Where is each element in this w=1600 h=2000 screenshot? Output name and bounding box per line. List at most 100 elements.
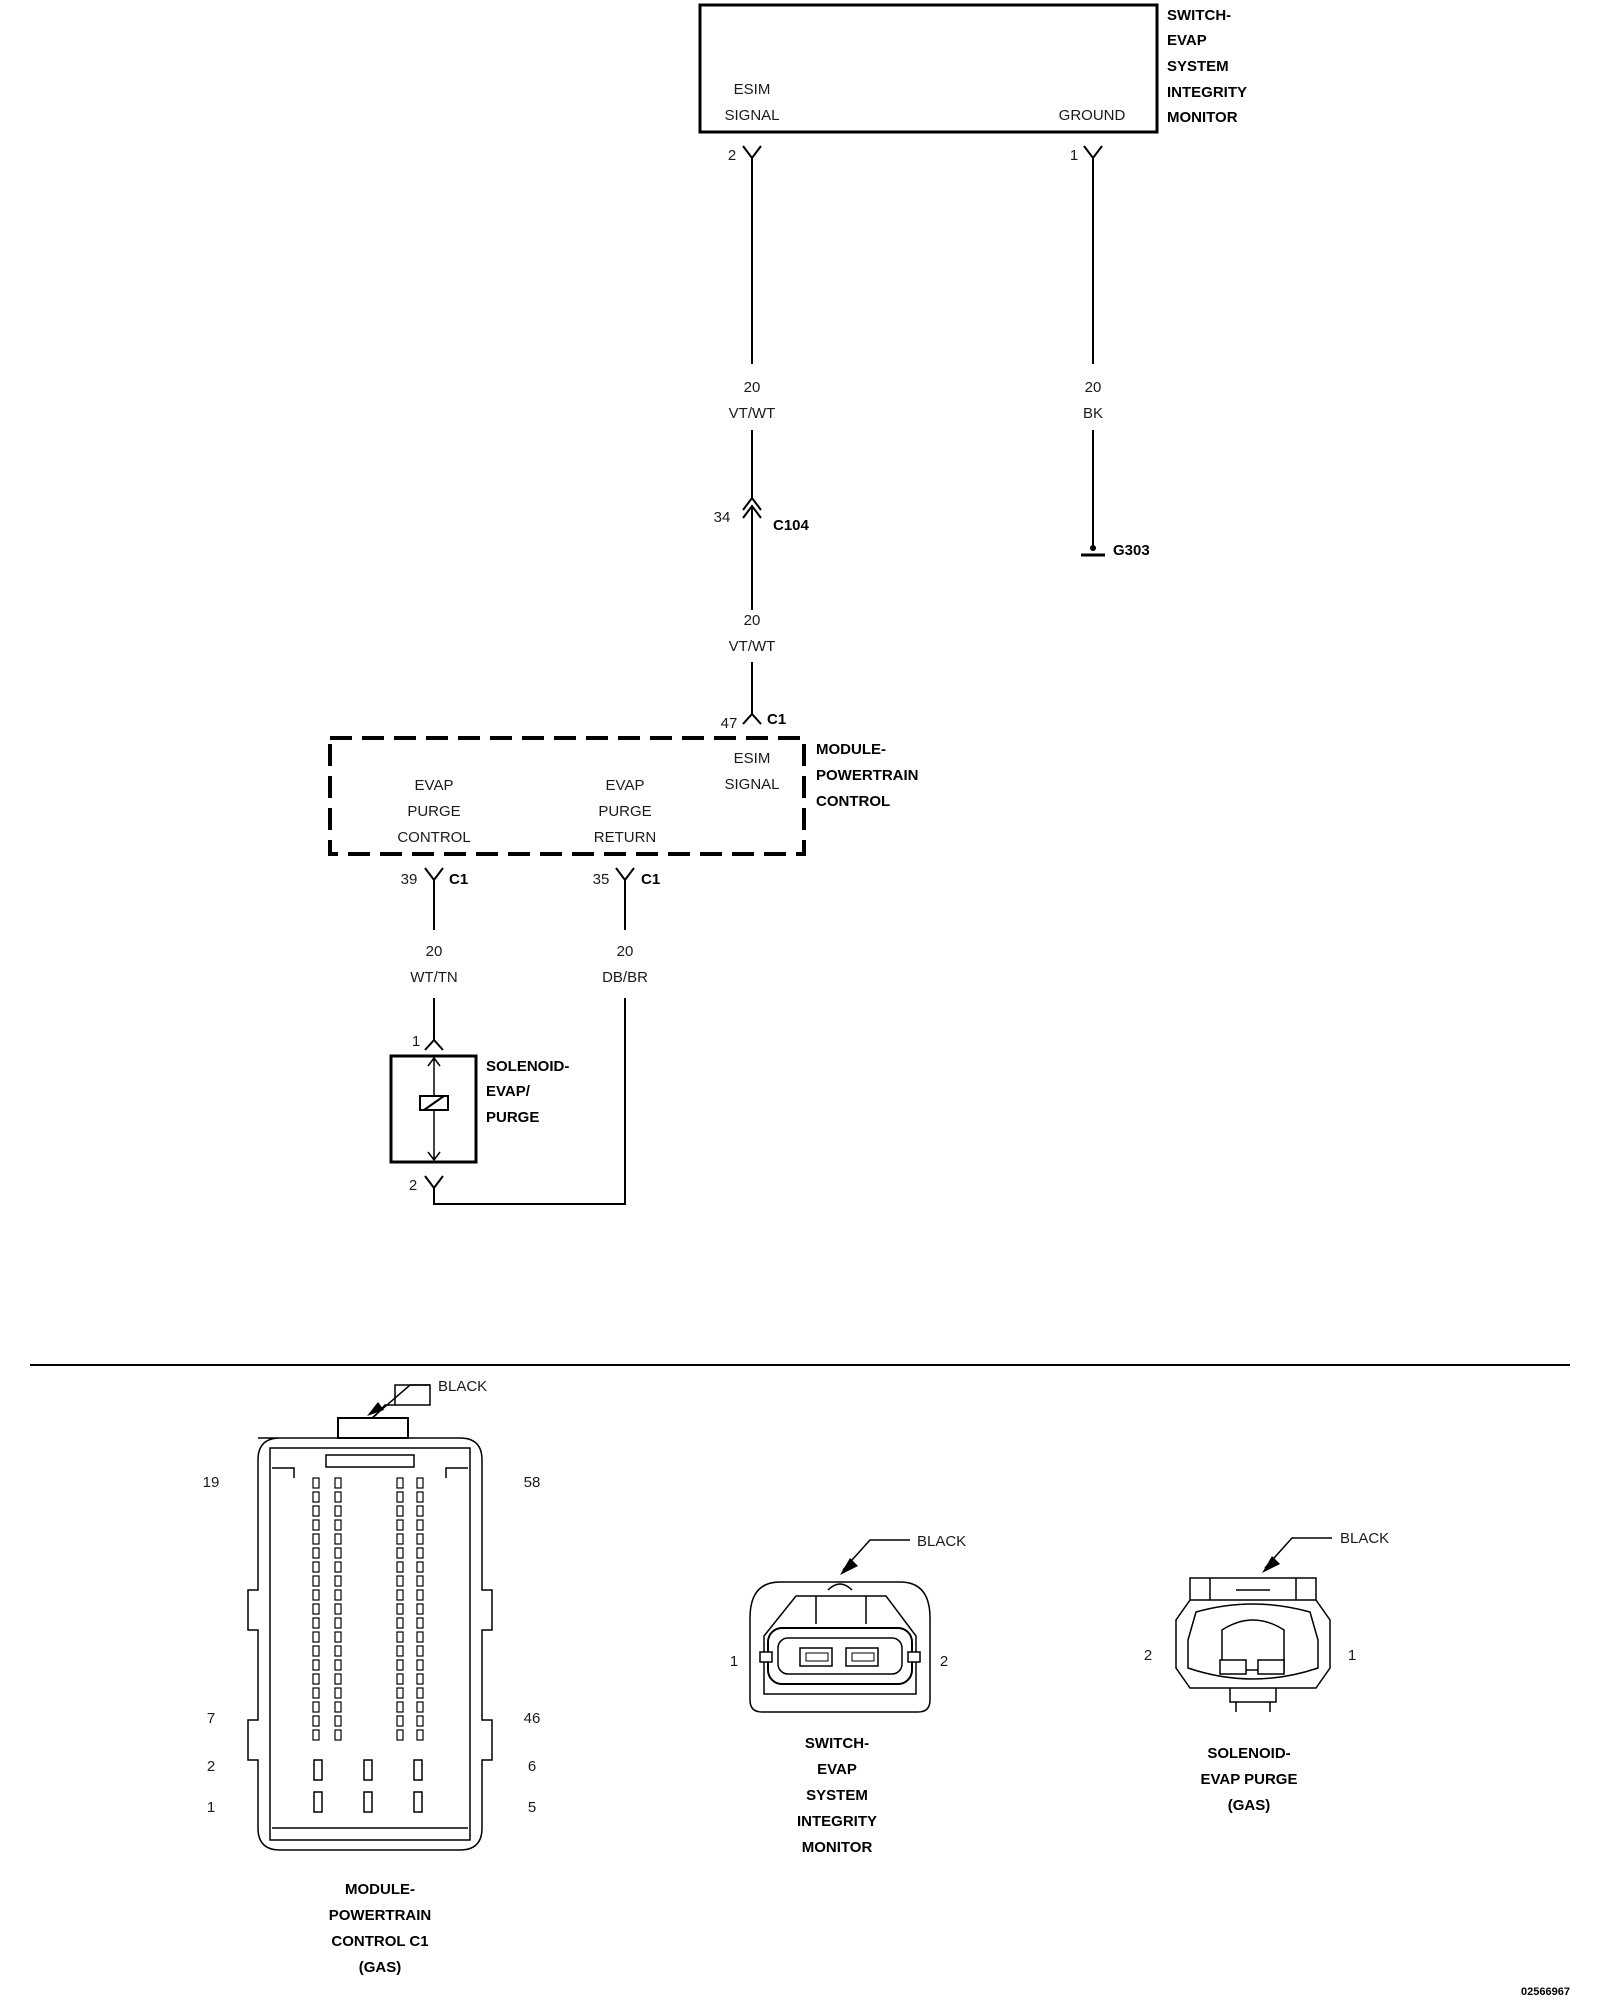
- pcm-box: [328, 736, 806, 856]
- pcm-c1-cavity: [312, 1729, 320, 1741]
- pcm-purge-control-2: PURGE: [407, 803, 460, 820]
- pcm-c1-cavity: [396, 1645, 404, 1657]
- pcm-name-2: POWERTRAIN: [816, 767, 919, 784]
- pcm-purge-return-1: EVAP: [606, 777, 645, 794]
- solenoid-connector-view: BLACK 2 1 SOLENOID- EVAP PURGE (GAS): [1144, 1530, 1389, 1814]
- pcm-c1-cavity: [396, 1715, 404, 1727]
- switch-connector-caption-1: SWITCH-: [805, 1735, 869, 1752]
- switch-connector-caption-5: MONITOR: [802, 1839, 873, 1856]
- pcm-c1-cavity: [334, 1491, 342, 1503]
- pcm-c1-cavity: [396, 1659, 404, 1671]
- pcm-c1-cavity: [416, 1715, 424, 1727]
- ground-wire-upper: [1083, 145, 1103, 364]
- pcm-c1-cavity: [396, 1673, 404, 1685]
- pcm-c1-large-cavity: [363, 1759, 373, 1781]
- pcm-c1-large-cavity: [413, 1791, 423, 1813]
- wire-gauge-esim-upper: 20: [744, 379, 761, 396]
- wire-color-ground: BK: [1083, 405, 1103, 422]
- pcm-c1-pin-grid: [312, 1477, 424, 1813]
- pcm-c1-cavity: [416, 1519, 424, 1531]
- wire-color-esim-upper: VT/WT: [729, 405, 776, 422]
- switch-connector-pin-1: 1: [730, 1653, 738, 1670]
- purge-return-wire-upper: [615, 867, 635, 930]
- pcm-c1-cavity: [416, 1673, 424, 1685]
- pcm-c1-cavity: [312, 1659, 320, 1671]
- pcm-c1-pin-7: 7: [207, 1710, 215, 1727]
- pcm-c1-cavity: [312, 1519, 320, 1531]
- pcm-c1-caption-4: (GAS): [359, 1959, 402, 1976]
- pcm-c1-cavity: [334, 1561, 342, 1573]
- c104-inline-connector: [742, 430, 762, 610]
- pcm-c1-cavity: [312, 1617, 320, 1629]
- pcm-c1-cavity: [312, 1645, 320, 1657]
- pcm-pin-47: 47: [721, 715, 738, 732]
- pcm-c1-cavity: [334, 1505, 342, 1517]
- pcm-c1-connector-view: BLACK 19 58 7 46 2 6 1 5 MODULE- POWERTR…: [203, 1378, 541, 1976]
- solenoid-name-3: PURGE: [486, 1109, 539, 1126]
- pcm-pin-39-connector: C1: [449, 871, 468, 888]
- pcm-c1-pin-6: 6: [528, 1758, 536, 1775]
- pcm-esim-label-2: SIGNAL: [724, 776, 779, 793]
- switch-connector-caption-3: SYSTEM: [806, 1787, 868, 1804]
- pcm-c1-cavity: [334, 1659, 342, 1671]
- solenoid-coil-slash: [423, 1095, 445, 1111]
- esim-signal-wire-lower: [742, 662, 762, 725]
- pcm-c1-cavity: [416, 1729, 424, 1741]
- pcm-c1-cavity: [396, 1491, 404, 1503]
- wire-color-esim-lower: VT/WT: [729, 638, 776, 655]
- pcm-c1-pin-19: 19: [203, 1474, 220, 1491]
- esim-switch-name-4: INTEGRITY: [1167, 84, 1247, 101]
- c104-name: C104: [773, 517, 810, 534]
- pcm-c1-cavity: [334, 1533, 342, 1545]
- pcm-c1-cavity: [416, 1589, 424, 1601]
- pcm-c1-cavity: [416, 1603, 424, 1615]
- wire-gauge-purge-control: 20: [426, 943, 443, 960]
- purge-control-wire-lower: [424, 998, 444, 1051]
- pcm-c1-pin-5: 5: [528, 1799, 536, 1816]
- pcm-c1-pin-58: 58: [524, 1474, 541, 1491]
- pcm-c1-cavity: [334, 1631, 342, 1643]
- esim-switch-pin-2: 2: [728, 147, 736, 164]
- pcm-c1-pin-1: 1: [207, 1799, 215, 1816]
- pcm-c1-cavity: [312, 1561, 320, 1573]
- pcm-c1-large-cavity: [313, 1791, 323, 1813]
- pcm-c1-cavity: [312, 1603, 320, 1615]
- pcm-c1-cavity: [396, 1701, 404, 1713]
- pcm-c1-cavity: [396, 1505, 404, 1517]
- pcm-c1-caption-3: CONTROL C1: [331, 1933, 428, 1950]
- pcm-name-3: CONTROL: [816, 793, 890, 810]
- pcm-c1-cavity: [312, 1575, 320, 1587]
- pcm-c1-pin-46: 46: [524, 1710, 541, 1727]
- pcm-purge-return-2: PURGE: [598, 803, 651, 820]
- solenoid-connector-caption-2: EVAP PURGE: [1201, 1771, 1298, 1788]
- ground-point-label: G303: [1113, 542, 1150, 559]
- esim-switch-name-5: MONITOR: [1167, 109, 1238, 126]
- pcm-c1-cavity: [334, 1701, 342, 1713]
- solenoid-name-2: EVAP/: [486, 1083, 531, 1100]
- pcm-c1-cavity: [416, 1547, 424, 1559]
- esim-switch-signal-label-1: ESIM: [734, 81, 771, 98]
- pcm-pin-39: 39: [401, 871, 418, 888]
- solenoid-connector-pin-1: 1: [1348, 1647, 1356, 1664]
- pcm-c1-cavity: [416, 1659, 424, 1671]
- pcm-c1-cavity: [396, 1603, 404, 1615]
- pcm-c1-cavity: [416, 1477, 424, 1489]
- pcm-esim-label-1: ESIM: [734, 750, 771, 767]
- solenoid-connector-pin-2: 2: [1144, 1647, 1152, 1664]
- pcm-c1-cavity: [334, 1547, 342, 1559]
- solenoid-pin-2-terminal: [424, 1175, 444, 1204]
- pcm-c1-cavity: [312, 1687, 320, 1699]
- pcm-c1-cavity: [334, 1729, 342, 1741]
- solenoid-pin-2: 2: [409, 1177, 417, 1194]
- pcm-c1-cavity: [312, 1533, 320, 1545]
- pcm-c1-cavity: [396, 1561, 404, 1573]
- pcm-pin-35-connector: C1: [641, 871, 660, 888]
- pcm-c1-cavity: [396, 1617, 404, 1629]
- pcm-purge-return-3: RETURN: [594, 829, 657, 846]
- pcm-pin-47-connector: C1: [767, 711, 786, 728]
- pcm-purge-control-3: CONTROL: [397, 829, 470, 846]
- pcm-c1-cavity: [312, 1477, 320, 1489]
- switch-connector-caption-4: INTEGRITY: [797, 1813, 877, 1830]
- pcm-c1-color: BLACK: [438, 1378, 487, 1395]
- esim-switch-name-3: SYSTEM: [1167, 58, 1229, 75]
